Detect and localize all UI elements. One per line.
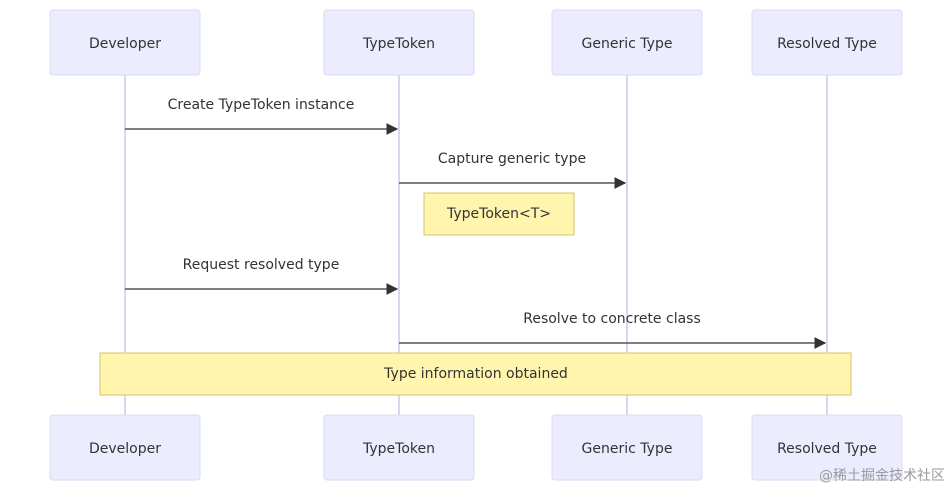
actor-top-resolved-type: Resolved Type [751,9,903,76]
watermark-text: @稀土掘金技术社区 [819,468,945,484]
actor-bottom-resolved-type: Resolved Type [751,414,903,481]
note-typetoken-t-label: TypeToken<T> [446,206,551,222]
actor-bottom-typetoken-label: TypeToken [362,441,435,457]
actor-top-typetoken-label: TypeToken [362,36,435,52]
actor-bottom-developer: Developer [49,414,201,481]
message-1-label: Create TypeToken instance [168,97,355,113]
actor-bottom-resolved-type-label: Resolved Type [777,441,877,457]
note-typetoken-t: TypeToken<T> [423,192,575,236]
note-type-information-obtained-label: Type information obtained [383,366,568,382]
actor-top-generic-type-label: Generic Type [582,36,673,52]
message-2-label: Capture generic type [438,151,586,167]
actor-bottom-generic-type: Generic Type [551,414,703,481]
message-4-label: Resolve to concrete class [523,311,701,327]
actor-bottom-developer-label: Developer [89,441,161,457]
note-type-information-obtained: Type information obtained [99,352,852,396]
actor-bottom-generic-type-label: Generic Type [582,441,673,457]
actor-top-generic-type: Generic Type [551,9,703,76]
message-3-label: Request resolved type [183,257,340,273]
actor-top-resolved-type-label: Resolved Type [777,36,877,52]
actor-bottom-typetoken: TypeToken [323,414,475,481]
actor-top-developer: Developer [49,9,201,76]
actor-top-developer-label: Developer [89,36,161,52]
actor-top-typetoken: TypeToken [323,9,475,76]
